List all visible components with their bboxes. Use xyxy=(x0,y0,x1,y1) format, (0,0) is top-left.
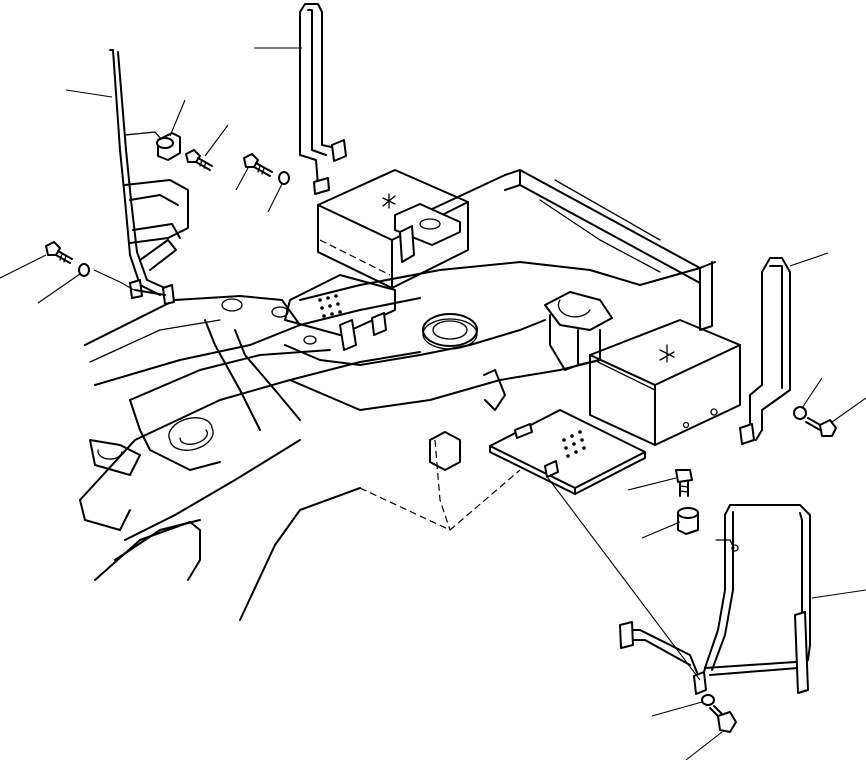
handrail-right xyxy=(739,257,791,445)
leader-cushion-left xyxy=(169,99,186,137)
leader-washer-right xyxy=(801,377,823,409)
handrail-center xyxy=(299,3,347,195)
leader-bolt-center xyxy=(235,167,249,191)
handrail-left xyxy=(109,49,189,305)
bolt-front-vertical xyxy=(675,469,693,497)
bolt-front-bottom xyxy=(709,705,737,733)
leader-washer-to-rail xyxy=(93,269,135,291)
leader-bolt-left-lower xyxy=(0,254,47,279)
rubber-cushion-front xyxy=(677,507,699,535)
battery-box-center xyxy=(317,169,469,289)
washer-front xyxy=(701,694,715,706)
warning-symbol xyxy=(659,344,675,363)
bolt-right xyxy=(805,417,837,437)
fasteners xyxy=(45,132,837,733)
vent-holes-left xyxy=(318,294,342,318)
leader-bolt-front-bottom xyxy=(685,731,723,760)
leader-bolt-front-vertical xyxy=(627,477,677,491)
bolt-center xyxy=(243,153,273,177)
vent-holes-step xyxy=(562,430,586,458)
rubber-cushion-left xyxy=(156,132,181,161)
battery-box-right xyxy=(589,319,741,446)
revolving-frame xyxy=(79,169,716,621)
leader-step-plate xyxy=(547,477,701,681)
leader-handrail-left xyxy=(65,89,113,98)
leader-handrail-right xyxy=(789,252,829,267)
leader-washer-center xyxy=(267,183,283,213)
washer-left xyxy=(78,263,90,277)
step-plate xyxy=(489,409,646,495)
leader-washer-front xyxy=(651,701,703,717)
leader-cushion-front xyxy=(641,521,681,539)
warning-symbol xyxy=(382,193,396,209)
leader-washer-left xyxy=(37,273,81,304)
washer-center xyxy=(278,171,290,185)
bolt-left-lower xyxy=(45,241,73,264)
handrail-front xyxy=(619,504,811,695)
bolt-left-top xyxy=(185,149,213,171)
leader-lines xyxy=(0,47,866,760)
leader-handrail-front xyxy=(811,589,866,599)
leader-bolt-left-top xyxy=(204,124,229,157)
washer-right xyxy=(793,406,807,420)
leader-bolt-right xyxy=(831,397,866,423)
